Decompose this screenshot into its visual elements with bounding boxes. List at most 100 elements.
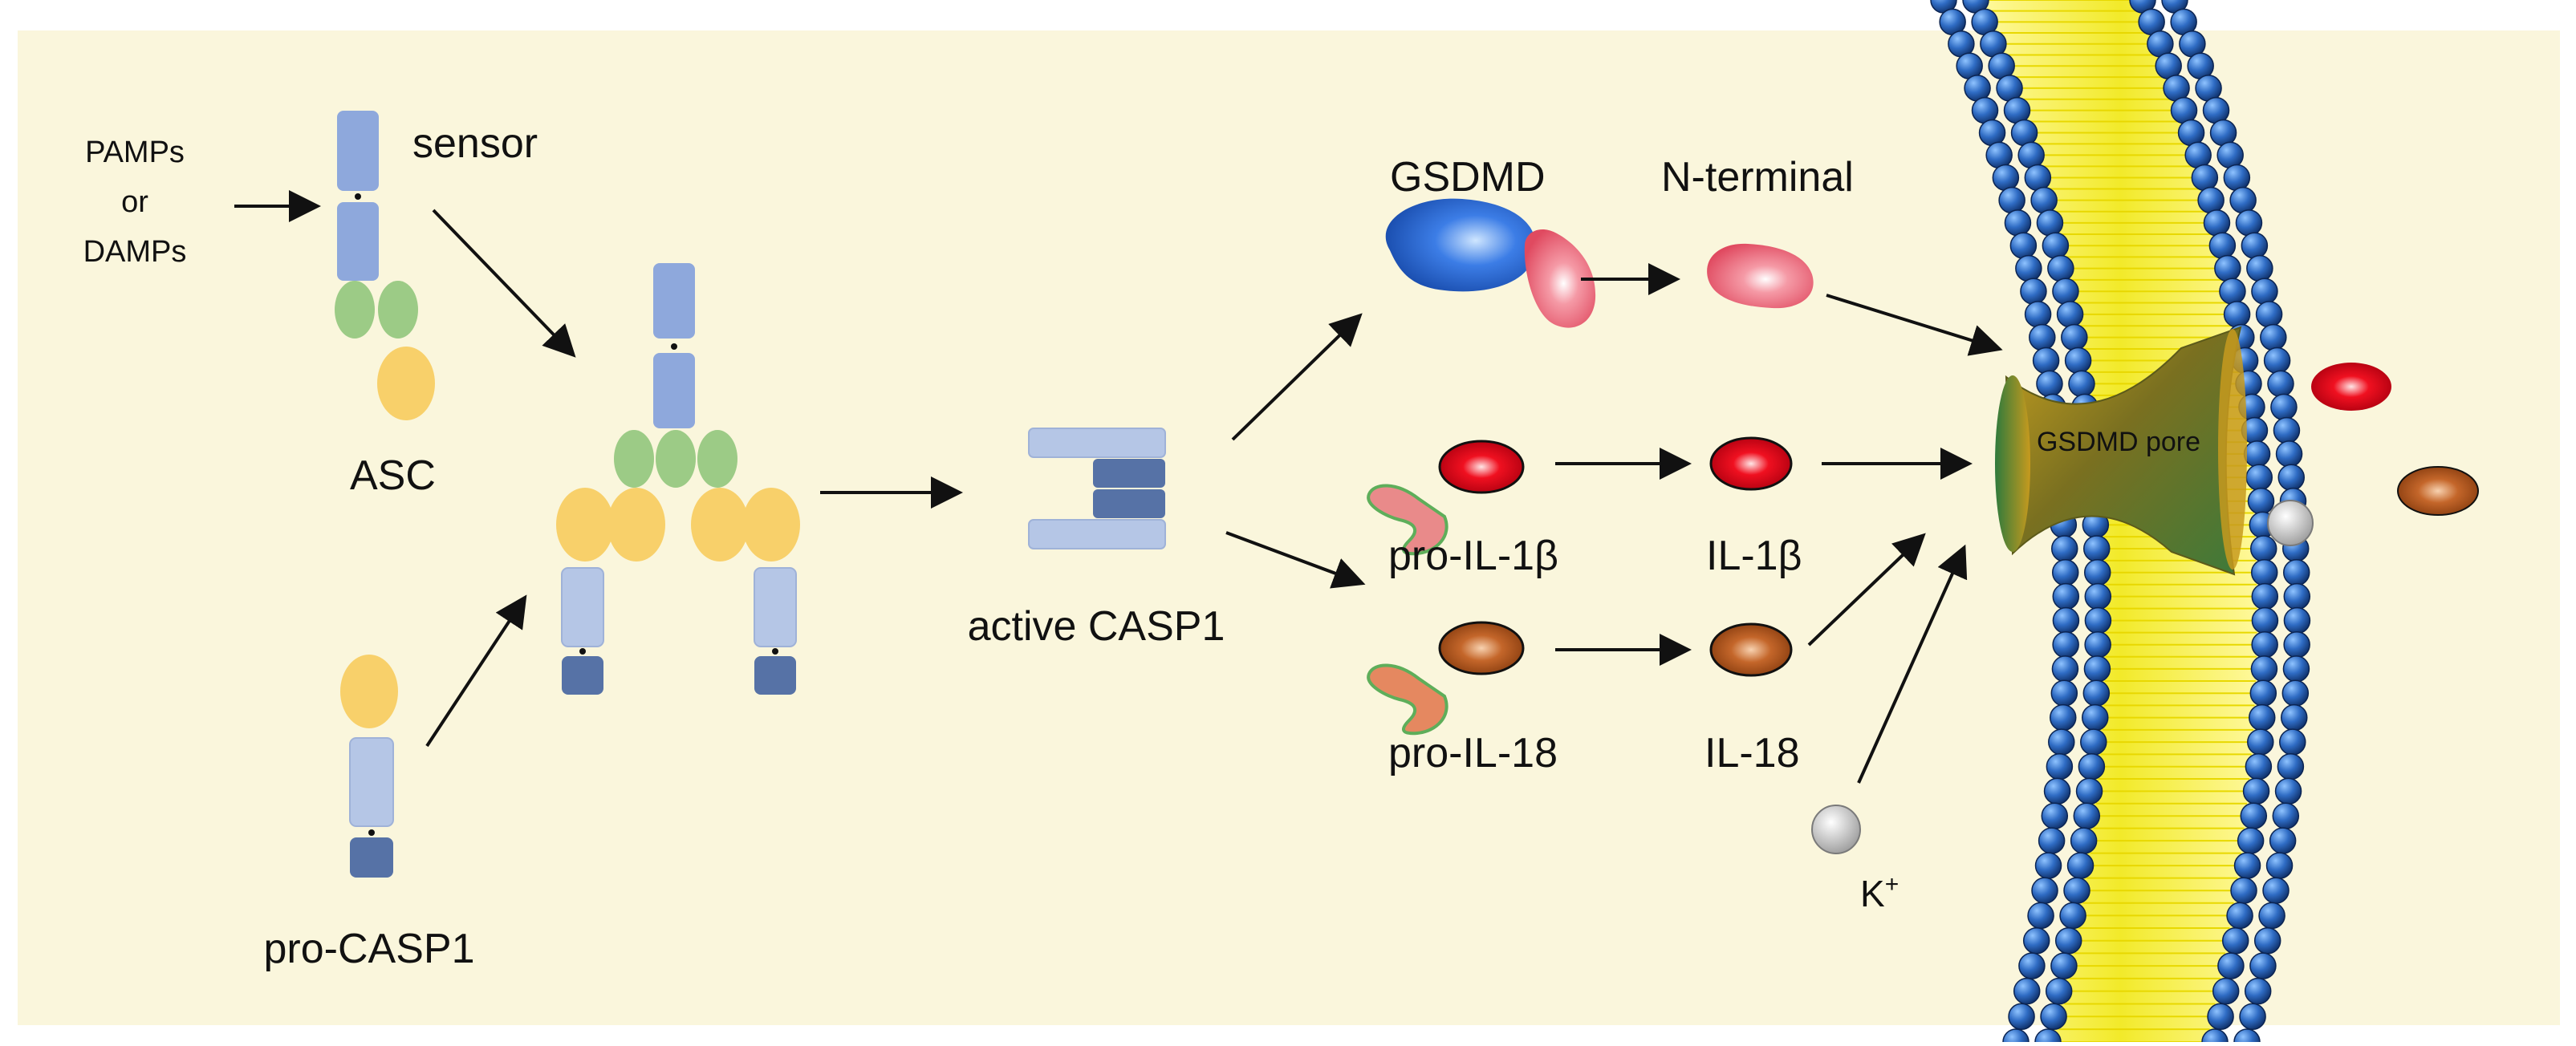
pro-il1b-protein bbox=[1367, 440, 1525, 556]
lipid-head bbox=[2275, 440, 2303, 468]
lipid-head bbox=[2083, 655, 2111, 683]
lipid-head bbox=[2024, 164, 2052, 192]
il1b-protein bbox=[1709, 436, 1793, 491]
lipid-head bbox=[2052, 630, 2079, 659]
active-casp1-complex bbox=[1028, 428, 1166, 549]
lipid-head bbox=[2020, 278, 2047, 305]
lipid-head bbox=[2070, 827, 2098, 854]
lipid-head bbox=[2277, 464, 2305, 492]
lipid-head bbox=[2249, 703, 2276, 732]
lipid-head bbox=[2051, 559, 2079, 586]
lipid-head bbox=[2245, 464, 2273, 492]
lipid-head bbox=[2283, 630, 2310, 659]
lipid-head bbox=[2052, 606, 2080, 634]
lipid-head bbox=[2022, 926, 2050, 955]
label-gsdmd: GSDMD bbox=[1390, 154, 1546, 201]
lipid-head bbox=[2191, 164, 2219, 192]
lipid-head bbox=[2253, 926, 2281, 955]
label-pro-il1b: pro-IL-1β bbox=[1388, 533, 1558, 579]
lipid-head bbox=[2050, 703, 2077, 732]
lipid-head bbox=[2214, 254, 2241, 282]
lipid-head bbox=[2249, 535, 2277, 562]
lipid-head bbox=[2031, 877, 2058, 904]
lipid-head bbox=[2202, 96, 2230, 124]
arrow-sensor-to-inflammasome bbox=[432, 209, 576, 358]
lipid-head bbox=[2050, 679, 2078, 707]
lipid-head bbox=[2283, 606, 2311, 634]
lipid-head bbox=[2017, 141, 2045, 169]
label-pamps: PAMPs bbox=[85, 136, 185, 169]
lipid-head bbox=[2030, 186, 2058, 214]
arrow-nterminal-to-pore bbox=[1826, 294, 2003, 356]
lipid-head bbox=[2247, 728, 2274, 756]
label-il1b: IL-1β bbox=[1706, 533, 1802, 579]
lipid-head bbox=[2004, 209, 2032, 237]
lipid-head bbox=[2041, 802, 2069, 829]
lipid-head bbox=[2008, 1003, 2035, 1031]
label-gsdmd-pore: GSDMD pore bbox=[2037, 427, 2200, 457]
lipid-head bbox=[2274, 777, 2302, 805]
lipid-head bbox=[2064, 347, 2092, 375]
lipid-head bbox=[2170, 96, 2198, 124]
lipid-head bbox=[2251, 606, 2279, 634]
lipid-head bbox=[2029, 323, 2056, 351]
lipid-head bbox=[2223, 164, 2251, 192]
lipid-head bbox=[2038, 827, 2066, 854]
gsdmd-protein bbox=[1385, 198, 1596, 328]
lipid-head bbox=[2229, 186, 2257, 214]
lipid-head bbox=[2230, 877, 2257, 904]
lipid-head bbox=[2233, 852, 2261, 879]
lipid-head bbox=[2043, 777, 2071, 805]
label-pro-casp1: pro-CASP1 bbox=[264, 926, 475, 972]
lipid-head bbox=[2009, 232, 2038, 259]
il18-released bbox=[2397, 466, 2479, 516]
lipid-head bbox=[2036, 209, 2064, 237]
lipid-head bbox=[2241, 232, 2269, 259]
n-terminal-fragment bbox=[1707, 243, 1814, 309]
lipid-head bbox=[2272, 802, 2300, 829]
lipid-head bbox=[2265, 852, 2294, 879]
lipid-head bbox=[2063, 877, 2090, 904]
lipid-head bbox=[2048, 728, 2075, 756]
asc-protein bbox=[377, 347, 435, 420]
pro-il18-protein bbox=[1367, 621, 1525, 736]
lipid-head bbox=[2015, 254, 2042, 282]
lipid-head bbox=[1978, 119, 2006, 147]
lipid-head bbox=[2249, 952, 2277, 979]
inflammasome-complex bbox=[556, 263, 800, 695]
lipid-head bbox=[2237, 827, 2265, 854]
lipid-head bbox=[2217, 952, 2245, 979]
lipid-head bbox=[2249, 679, 2277, 707]
lipid-head bbox=[2212, 977, 2240, 1005]
lipid-head bbox=[2282, 559, 2310, 586]
lipid-head bbox=[2059, 902, 2086, 930]
lipid-head bbox=[2251, 630, 2278, 659]
lipid-head bbox=[2258, 902, 2285, 930]
lipid-head bbox=[2073, 802, 2101, 829]
lipid-head bbox=[2219, 278, 2246, 305]
lipid-head bbox=[2047, 254, 2074, 282]
label-il18: IL-18 bbox=[1704, 730, 1800, 776]
lipid-head bbox=[2083, 559, 2111, 586]
lipid-head bbox=[2003, 96, 2031, 124]
lipid-head bbox=[2068, 370, 2095, 398]
lipid-head bbox=[2221, 926, 2249, 955]
lipid-head bbox=[2082, 679, 2111, 707]
lipid-head bbox=[2054, 926, 2082, 955]
lipid-head bbox=[2255, 301, 2283, 328]
lipid-head bbox=[2032, 347, 2060, 375]
lipid-head bbox=[2244, 977, 2272, 1005]
label-sensor: sensor bbox=[412, 120, 538, 167]
lipid-head bbox=[2281, 679, 2310, 707]
lipid-head bbox=[2010, 119, 2038, 147]
lipid-head bbox=[2233, 1028, 2261, 1046]
lipid-head bbox=[2251, 582, 2279, 610]
lipid-head bbox=[2084, 630, 2111, 659]
lipid-head bbox=[2024, 301, 2052, 328]
lipid-head bbox=[2251, 278, 2278, 305]
lipid-head bbox=[2260, 323, 2287, 351]
label-asc: ASC bbox=[350, 452, 436, 499]
lipid-head bbox=[2080, 728, 2107, 756]
lipid-head bbox=[2042, 232, 2070, 259]
